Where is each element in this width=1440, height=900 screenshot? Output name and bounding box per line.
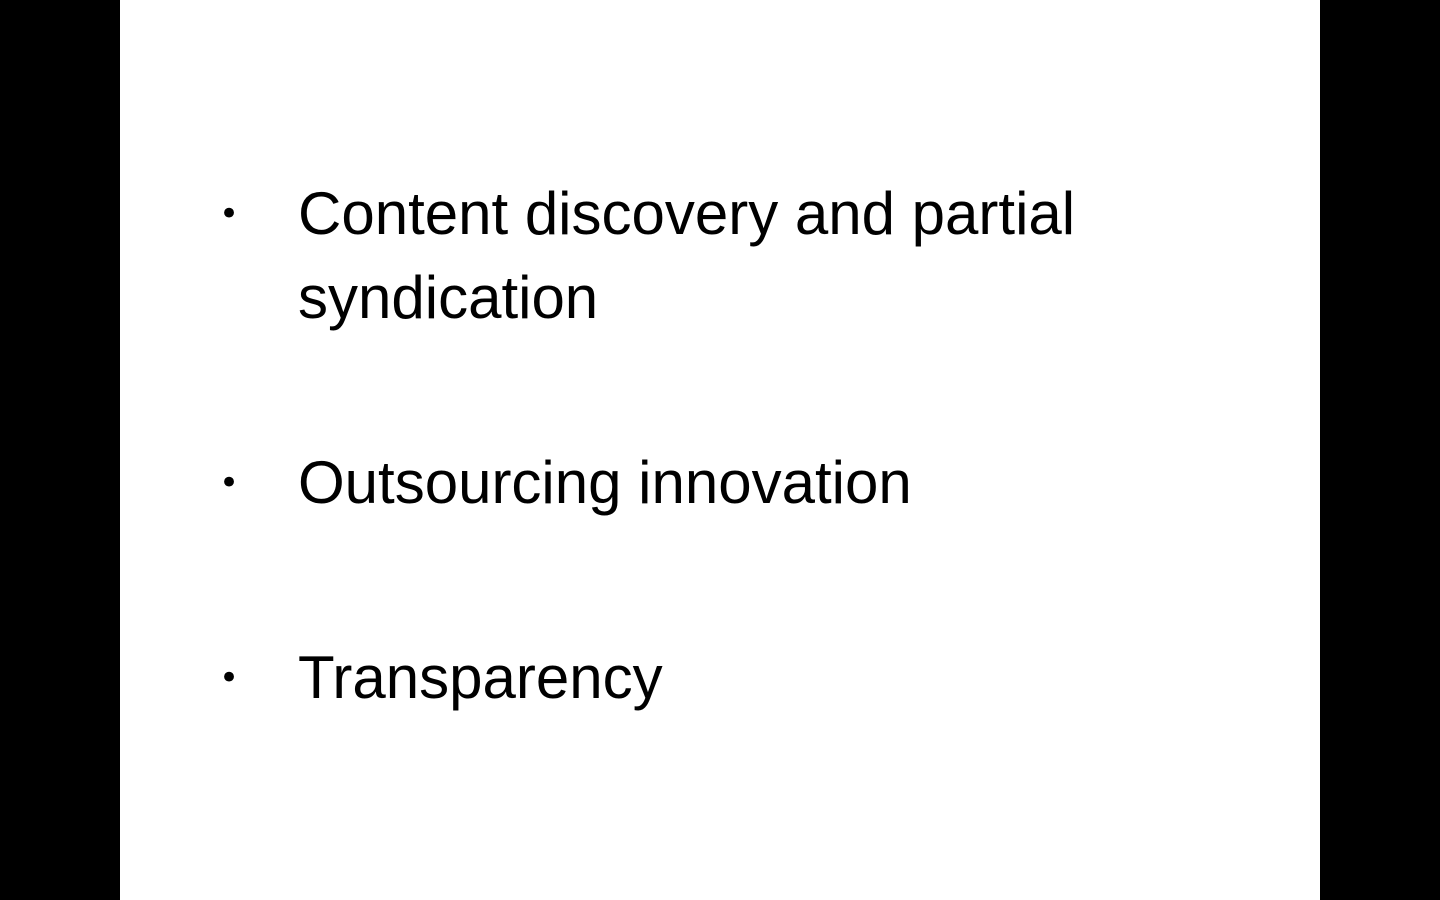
bullet-marker: •: [219, 194, 240, 234]
bullet-marker: •: [219, 463, 240, 503]
bullet-marker: •: [219, 658, 240, 698]
bullet-list: • Content discovery and partial syndicat…: [120, 0, 1320, 900]
bullet-text: Transparency: [298, 644, 663, 711]
bullet-text: Content discovery and partial syndicatio…: [298, 180, 1076, 331]
bullet-text: Outsourcing innovation: [298, 449, 912, 516]
slide: • Content discovery and partial syndicat…: [120, 0, 1320, 900]
